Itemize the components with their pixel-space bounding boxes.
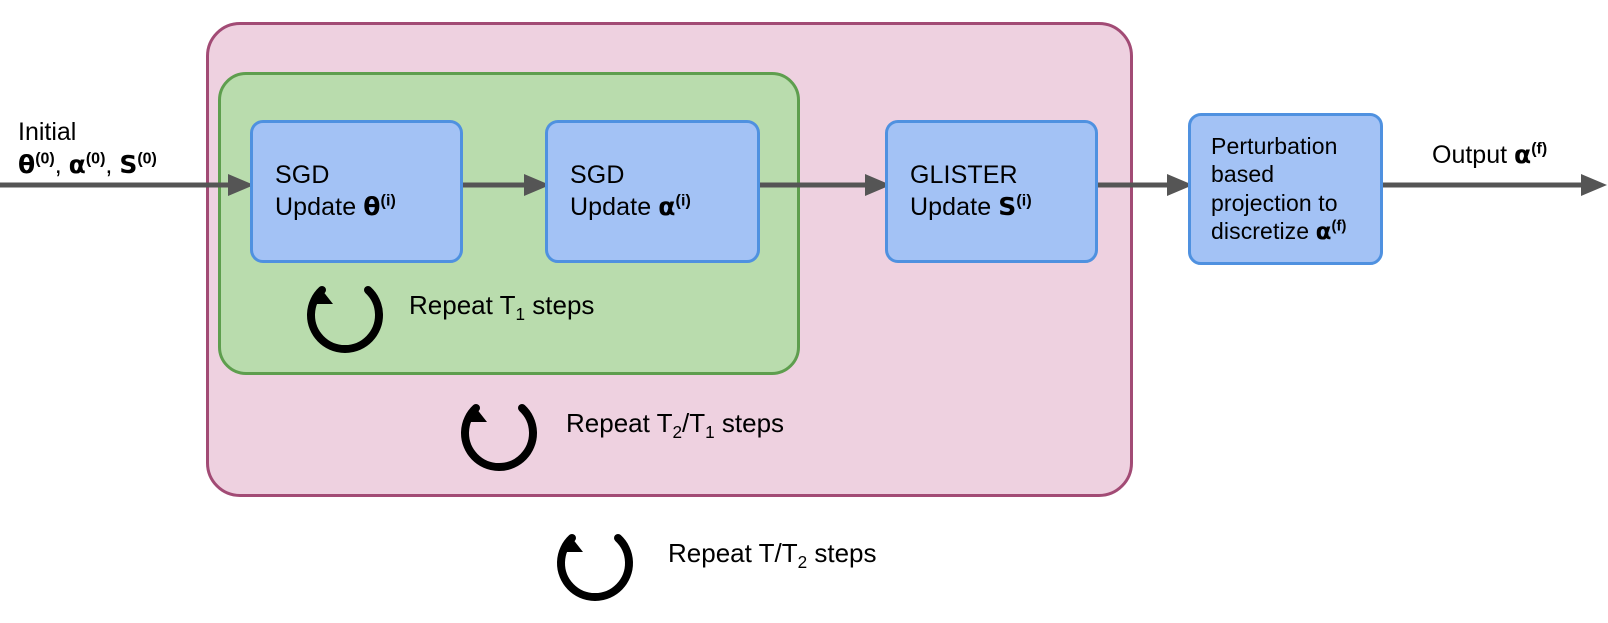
arrow-sgd-alpha-to-glister [756, 174, 891, 196]
node-perturb-line3: projection to [1211, 189, 1338, 216]
loop-label-outer-suffix: steps [807, 538, 877, 568]
loop-label-middle-suffix: steps [714, 408, 785, 438]
node-sgd-alpha-line2: Update α(i) [570, 192, 691, 221]
loop-label-middle-prefix: Repeat T [566, 408, 673, 438]
loop-label-middle-sub: 2 [672, 422, 683, 443]
initial-line2: θ(0), α(0), S(0) [18, 149, 157, 179]
node-sgd-update-theta[interactable]: SGD Update θ(i) [250, 120, 463, 263]
node-perturb-discretize-word: discretize [1211, 217, 1316, 244]
arrow-perturb-to-output [1379, 174, 1607, 196]
loop-label-inner-sub: 1 [515, 304, 526, 325]
loop-label-inner: Repeat T1 steps [409, 290, 594, 325]
node-perturb-line4: discretize α(f) [1211, 217, 1347, 245]
arrow-input-to-sgd-theta [0, 174, 254, 196]
initial-input-label: Initial θ(0), α(0), S(0) [18, 116, 157, 181]
output-text: Output [1432, 141, 1508, 169]
loop-label-outer-sub: 2 [797, 552, 808, 573]
node-glister-update-s[interactable]: GLISTER Update S(i) [885, 120, 1098, 263]
node-glister-line1: GLISTER [910, 160, 1018, 189]
node-perturb-line1: Perturbation [1211, 132, 1338, 159]
loop-label-outer-prefix: Repeat T/T [668, 538, 798, 568]
arrow-glister-to-perturb [1094, 174, 1193, 196]
loop-label-outer: Repeat T/T2 steps [668, 538, 877, 573]
arrow-sgd-theta-to-sgd-alpha [459, 174, 550, 196]
node-sgd-theta-line2: Update θ(i) [275, 192, 396, 221]
node-sgd-theta-update-word: Update [275, 193, 364, 221]
output-label: Output α(f) [1432, 140, 1548, 169]
loop-label-middle: Repeat T2/T1 steps [566, 408, 784, 443]
circular-arrow-icon [557, 534, 633, 602]
node-sgd-alpha-update-word: Update [570, 193, 659, 221]
circular-arrow-icon [307, 286, 383, 354]
initial-line1: Initial [18, 118, 77, 146]
loop-label-middle-mid: /T [682, 408, 706, 438]
loop-label-middle-sub2: 1 [705, 422, 715, 443]
node-glister-line2: Update S(i) [910, 192, 1032, 221]
node-sgd-alpha-line1: SGD [570, 160, 625, 189]
circular-arrow-icon [461, 404, 537, 472]
node-perturbation-projection[interactable]: Perturbation based projection to discret… [1188, 113, 1383, 265]
node-sgd-theta-line1: SGD [275, 160, 330, 189]
loop-label-inner-suffix: steps [525, 290, 595, 320]
node-sgd-update-alpha[interactable]: SGD Update α(i) [545, 120, 760, 263]
node-perturb-line2: based [1211, 161, 1275, 188]
loop-label-inner-prefix: Repeat T [409, 290, 516, 320]
node-glister-update-word: Update [910, 193, 999, 221]
